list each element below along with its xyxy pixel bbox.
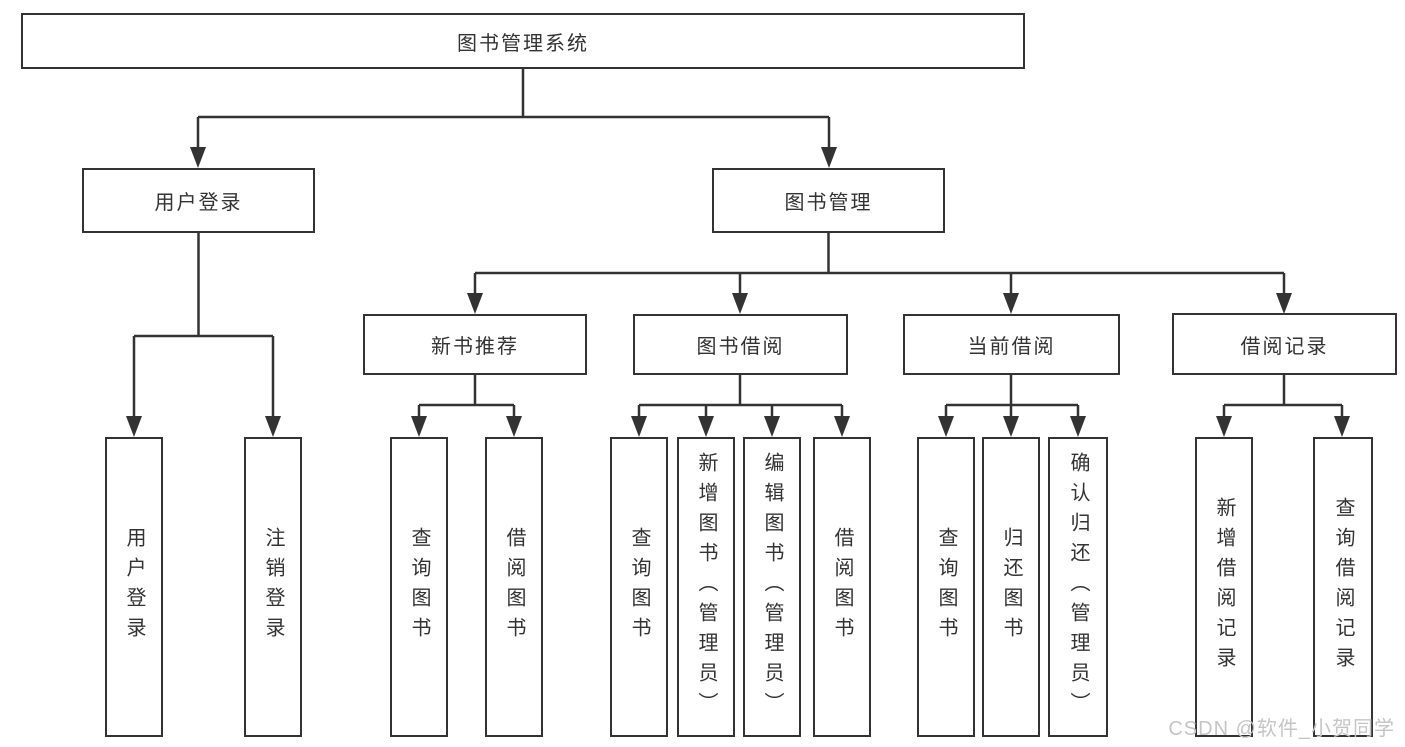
node-label: 新增借阅记录 xyxy=(1213,497,1235,677)
leaf-query-books-recommendation: 查询图书 xyxy=(390,437,448,737)
node-label: 新书推荐 xyxy=(431,336,519,358)
arrowheads xyxy=(126,147,1350,437)
node-label: 新增图书（管理员） xyxy=(695,452,717,722)
node-label: 图书借阅 xyxy=(696,336,785,358)
node-label: 查询图书 xyxy=(628,527,650,647)
leaf-return-books: 归还图书 xyxy=(982,437,1040,737)
node-label: 归还图书 xyxy=(1000,527,1022,647)
csdn-watermark: CSDN @软件_小贺同学 xyxy=(1168,718,1395,740)
node-label: 借阅图书 xyxy=(503,527,525,647)
node-label: 查询图书 xyxy=(408,527,430,647)
leaf-user-login: 用户登录 xyxy=(105,437,163,737)
node-borrowing-records: 借阅记录 xyxy=(1172,313,1397,375)
node-current-borrowing: 当前借阅 xyxy=(903,314,1120,375)
node-label: 借阅记录 xyxy=(1240,335,1329,358)
leaf-logout: 注销登录 xyxy=(244,437,302,737)
leaf-borrow-books-recommendation: 借阅图书 xyxy=(485,437,543,737)
node-label: 确认归还（管理员） xyxy=(1067,452,1089,722)
leaf-borrow-books: 借阅图书 xyxy=(813,437,871,737)
node-label: 借阅图书 xyxy=(831,527,853,647)
node-label: 用户登录 xyxy=(154,192,243,214)
node-label: 图书管理系统 xyxy=(457,32,589,55)
node-library-management-system: 图书管理系统 xyxy=(21,13,1025,69)
node-label: 注销登录 xyxy=(262,527,284,647)
leaf-query-borrow-record: 查询借阅记录 xyxy=(1313,437,1373,737)
node-book-borrowing: 图书借阅 xyxy=(633,314,848,375)
node-new-book-recommendation: 新书推荐 xyxy=(363,314,587,375)
node-label: 查询图书 xyxy=(935,527,957,647)
node-label: 图书管理 xyxy=(784,192,873,214)
leaf-add-books-admin: 新增图书（管理员） xyxy=(677,437,735,737)
leaf-add-borrow-record: 新增借阅记录 xyxy=(1195,437,1253,737)
node-label: 用户登录 xyxy=(123,527,145,647)
leaf-query-books-borrowing: 查询图书 xyxy=(610,437,668,737)
leaf-confirm-return-admin: 确认归还（管理员） xyxy=(1048,437,1108,737)
node-label: 编辑图书（管理员） xyxy=(761,452,783,722)
node-user-login-module: 用户登录 xyxy=(82,168,315,233)
node-label: 当前借阅 xyxy=(967,336,1056,358)
node-label: 查询借阅记录 xyxy=(1332,497,1354,677)
leaf-query-books-current: 查询图书 xyxy=(917,437,975,737)
leaf-edit-books-admin: 编辑图书（管理员） xyxy=(743,437,801,737)
node-book-management-module: 图书管理 xyxy=(712,168,945,233)
